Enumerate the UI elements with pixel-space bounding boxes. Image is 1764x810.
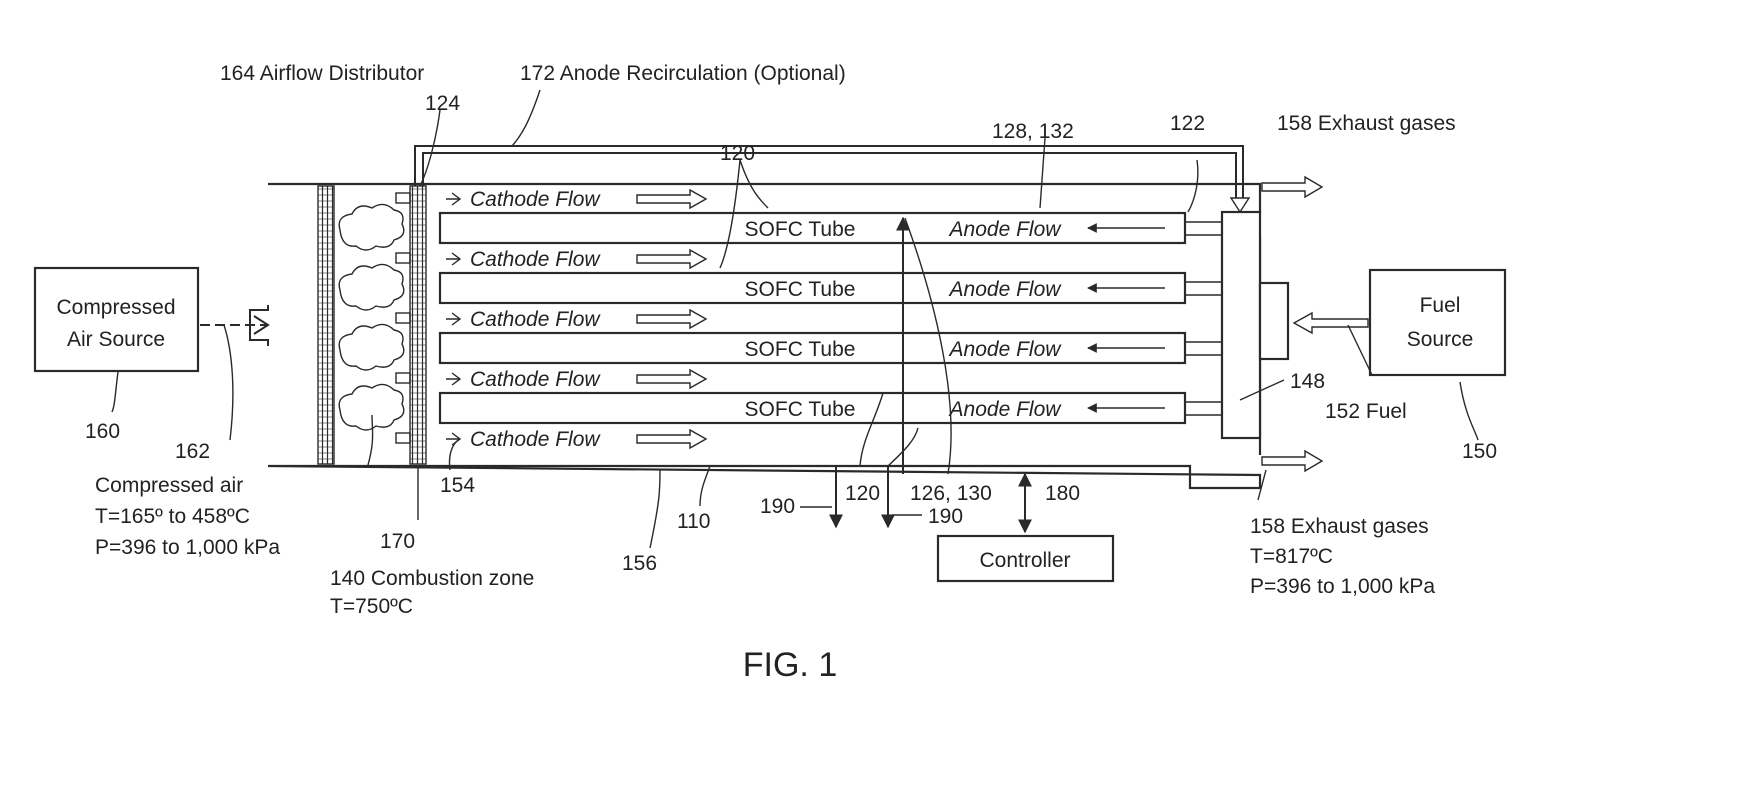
combustion-zone-line2: T=750ºC — [330, 595, 413, 618]
sofc-tube-label: SOFC Tube — [745, 278, 856, 301]
combustion-manifold — [410, 186, 426, 464]
label-124: 124 — [425, 92, 460, 115]
anode-flow-label: Anode Flow — [948, 338, 1063, 361]
cathode-inlet-arrow — [446, 373, 460, 385]
label-120-top: 120 — [720, 142, 755, 165]
cathode-flow-label: Cathode Flow — [470, 248, 601, 271]
fuel-source: Fuel Source — [1370, 270, 1505, 375]
fuel-manifold — [1222, 212, 1260, 438]
controller: Controller — [938, 536, 1113, 581]
cathode-flow-label: Cathode Flow — [470, 428, 601, 451]
label-148: 148 — [1290, 370, 1325, 393]
cathode-inlet-arrow — [446, 433, 460, 445]
anode-flow-label: Anode Flow — [948, 218, 1063, 241]
cathode-flow-label: Cathode Flow — [470, 188, 601, 211]
label-152-fuel: 152 Fuel — [1325, 400, 1407, 423]
combustion-zone-clouds — [339, 204, 404, 430]
sofc-tube-2: SOFC Tube Anode Flow — [440, 273, 1185, 303]
cathode-flow-row-5: Cathode Flow — [446, 428, 706, 451]
cathode-inlet-arrow — [446, 313, 460, 325]
exhaust-bottom-line3: P=396 to 1,000 kPa — [1250, 575, 1435, 598]
label-airflow-distributor: 164 Airflow Distributor — [220, 62, 424, 85]
cathode-flow-row-4: Cathode Flow — [446, 368, 706, 391]
anode-flow-label: Anode Flow — [948, 278, 1063, 301]
sofc-tube-label: SOFC Tube — [745, 398, 856, 421]
anode-flow-label: Anode Flow — [948, 398, 1063, 421]
airflow-distributor — [318, 186, 334, 464]
compressed-air-source: Compressed Air Source — [35, 268, 198, 371]
label-120-bottom: 120 — [845, 482, 880, 505]
cathode-flow-label: Cathode Flow — [470, 308, 601, 331]
label-160: 160 — [85, 420, 120, 443]
sofc-tube-4: SOFC Tube Anode Flow — [440, 393, 1185, 423]
cathode-flow-arrow — [637, 370, 706, 388]
fuel-source-line1: Fuel — [1420, 294, 1461, 317]
fuel-supply-arrow — [1294, 313, 1368, 333]
exhaust-arrow-bottom — [1262, 451, 1322, 471]
label-156: 156 — [622, 552, 657, 575]
label-170: 170 — [380, 530, 415, 553]
cathode-flow-row-3: Cathode Flow — [446, 308, 706, 331]
compressed-air-source-line2: Air Source — [67, 328, 165, 351]
label-180: 180 — [1045, 482, 1080, 505]
compressed-air-line3: P=396 to 1,000 kPa — [95, 536, 280, 559]
fuel-source-line2: Source — [1407, 328, 1474, 351]
sofc-tube-label: SOFC Tube — [745, 218, 856, 241]
label-exhaust-top: 158 Exhaust gases — [1277, 112, 1456, 135]
cathode-inlet-arrow — [446, 193, 460, 205]
label-110: 110 — [677, 510, 710, 533]
label-126-130: 126, 130 — [910, 482, 992, 505]
cathode-flow-arrow — [637, 310, 706, 328]
sofc-tube-1: SOFC Tube Anode Flow — [440, 213, 1185, 243]
label-154: 154 — [440, 474, 475, 497]
label-anode-recirculation: 172 Anode Recirculation (Optional) — [520, 62, 846, 85]
cathode-flow-arrow — [637, 250, 706, 268]
exhaust-bottom-line2: T=817ºC — [1250, 545, 1333, 568]
sofc-tube-3: SOFC Tube Anode Flow — [440, 333, 1185, 363]
compressed-air-line2: T=165º to 458ºC — [95, 505, 250, 528]
label-150: 150 — [1462, 440, 1497, 463]
cathode-inlet-arrow — [446, 253, 460, 265]
label-162: 162 — [175, 440, 210, 463]
exhaust-bottom-line1: 158 Exhaust gases — [1250, 515, 1429, 538]
label-122: 122 — [1170, 112, 1205, 135]
cathode-flow-arrow — [637, 430, 706, 448]
compressed-air-source-line1: Compressed — [56, 296, 175, 319]
figure-title: FIG. 1 — [743, 646, 837, 684]
combustion-zone-line1: 140 Combustion zone — [330, 567, 534, 590]
compressed-air-line1: Compressed air — [95, 474, 243, 497]
cathode-flow-row-2: Cathode Flow — [446, 248, 706, 271]
exhaust-arrow-top — [1262, 177, 1322, 197]
tube-manifold-connectors — [1185, 222, 1222, 415]
cathode-flow-label: Cathode Flow — [470, 368, 601, 391]
controller-label: Controller — [979, 549, 1070, 572]
label-128-132: 128, 132 — [992, 120, 1074, 143]
sofc-tube-label: SOFC Tube — [745, 338, 856, 361]
label-190-right: 190 — [928, 505, 963, 528]
fuel-inlet-stub — [1260, 283, 1288, 359]
label-190-left: 190 — [760, 495, 795, 518]
